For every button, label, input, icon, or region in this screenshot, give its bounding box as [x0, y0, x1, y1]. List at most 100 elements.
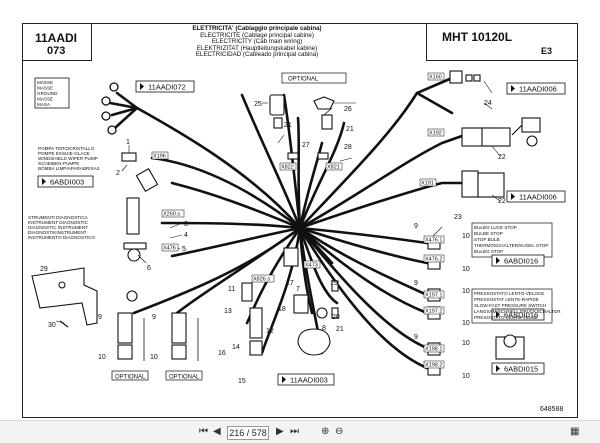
diag-label-3: DIAGNOSTIC INSTRUMENT	[28, 225, 88, 230]
left-code-1: 11AADI	[35, 31, 78, 45]
callout-10e: 10	[462, 288, 470, 295]
wiper-label-2: POMPE ESSUIE-GLACE	[38, 151, 90, 156]
callout-10c: 10	[462, 233, 470, 240]
callout-9b: 9	[152, 314, 156, 321]
model-code: MHT 10120L	[442, 30, 513, 44]
zoom-in-icon[interactable]: ⊕	[321, 426, 330, 437]
callout-9a: 9	[98, 314, 102, 321]
prev-page-icon[interactable]: ◀	[213, 426, 221, 437]
conn-x822: X822	[281, 165, 294, 171]
callout-10b: 10	[150, 354, 158, 361]
leader-lines	[55, 80, 501, 324]
ref-11aadi003[interactable]: 11AADI003	[290, 376, 328, 385]
callout-1: 1	[126, 139, 130, 146]
diag-label-2: INSTRUMENT DIAGNOSTIC	[28, 220, 89, 225]
diag-label-1: STRUMENTI DIAGNOSTICA	[28, 215, 89, 220]
ground-label-3: GROUND	[37, 91, 58, 96]
ref-6abdi016-b[interactable]: 6ABDI016	[504, 311, 538, 320]
drawing-number: 648588	[540, 406, 563, 413]
callout-26: 26	[344, 106, 352, 113]
callout-10d: 10	[462, 266, 470, 273]
callout-16: 16	[218, 350, 226, 357]
stop-label-3: STOP BULB	[474, 237, 500, 242]
left-code-2: 073	[47, 45, 66, 57]
callout-30: 30	[48, 322, 56, 329]
page-number-field[interactable]: 216 / 578	[227, 426, 269, 440]
pressure-label-2: PRESSOSTAT LENTE-RAPIDE	[474, 297, 539, 302]
callout-9c: 9	[414, 223, 418, 230]
ground-label-1: MASSE	[37, 80, 53, 85]
bracket	[31, 267, 138, 328]
callout-numbers: 1 2 3 4 5 6 7 8 9 9 9 9 9 10 10 10 10 10…	[40, 100, 506, 385]
next-page-icon[interactable]: ▶	[276, 426, 284, 437]
ref-11aadi072[interactable]: 11AADI072	[148, 83, 186, 92]
wiper-label-4: SCHEIBEN-PUMPE	[38, 161, 79, 166]
conn-x476-2: X476.2	[425, 257, 442, 263]
callout-27: 27	[302, 142, 310, 149]
left-components	[121, 152, 159, 262]
callout-22b: 22	[498, 198, 506, 205]
pressure-label-5: PRESOSTATO LENTO-VELOZ	[474, 315, 538, 320]
ref-11aadi006-b[interactable]: 11AADI006	[519, 193, 557, 202]
ref-6abdi016-a[interactable]: 6ABDI016	[504, 257, 538, 266]
ground-lugs	[101, 82, 119, 135]
last-page-icon[interactable]: ⏭	[290, 426, 299, 437]
grid-view-icon[interactable]: ▦	[570, 426, 580, 437]
conn-x191: X191	[421, 181, 434, 187]
right-code-box	[426, 23, 578, 61]
stop-label-2: BULBE STOP	[474, 231, 503, 236]
callout-10a: 10	[98, 354, 106, 361]
ref-11aadi006-a[interactable]: 11AADI006	[519, 85, 557, 94]
ref-6abdi015[interactable]: 6ABDI015	[504, 365, 538, 374]
pressure-label-3: SLOW-FAST PRESSURE SWITCH	[474, 303, 546, 308]
ground-label-5: MASA	[37, 102, 51, 107]
callout-2: 2	[116, 170, 120, 177]
zoom-out-icon[interactable]: ⊖	[335, 426, 344, 437]
callout-17: 17	[286, 280, 294, 287]
callout-19: 19	[330, 280, 338, 287]
title-line-3: ELECTRICITY (Cab main wiring)	[211, 38, 303, 46]
callout-15: 15	[238, 378, 246, 385]
label-groups: MASSE MASSE GROUND MASSE MASA POMPA TERG…	[28, 80, 561, 320]
callout-8: 8	[322, 325, 326, 332]
title-line-2: ELECTRICITE (Cablage principal cabine)	[200, 31, 314, 39]
ref-tag-texts: 11AADI072 11AADI006 11AADI006 6ABDI003 6…	[50, 83, 557, 385]
lower-center-components	[283, 247, 339, 356]
conn-x821: X821	[327, 165, 340, 171]
sheet-frame	[22, 23, 578, 418]
callout-5: 5	[182, 246, 186, 253]
callout-10f: 10	[462, 320, 470, 327]
callout-7: 7	[296, 286, 300, 293]
viewer-toolbar: ⏮ ◀ 216 / 578 ▶ ⏭ ⊕ ⊖ ▦	[0, 420, 600, 443]
conn-x476: X476	[163, 246, 176, 252]
optional-top-box	[281, 72, 347, 84]
conn-x260: X260.s	[163, 212, 180, 218]
callout-23: 23	[454, 214, 462, 221]
ground-label-box	[34, 77, 70, 109]
callout-10g: 10	[462, 340, 470, 347]
ref-6abdi003[interactable]: 6ABDI003	[50, 178, 84, 187]
optional-box-right	[165, 370, 203, 381]
left-code-box	[22, 23, 92, 61]
wiper-label-3: WINDSHIELD WIPER PUMP	[38, 156, 98, 161]
callout-18: 18	[278, 306, 286, 313]
first-page-icon[interactable]: ⏮	[199, 426, 208, 437]
stop-label-4: THERMOSCHALTER/KUGEL STOP	[474, 243, 548, 248]
conn-x826: X826.s	[253, 277, 270, 283]
stop-label-1: BULBO LUCE STOP	[474, 225, 517, 230]
callout-29: 29	[40, 266, 48, 273]
conn-x197-2: X197.2	[425, 309, 442, 315]
title-line-1: ELETTRICITA' (Cablaggio principale cabin…	[192, 25, 322, 32]
callout-10h: 10	[462, 373, 470, 380]
edition-code: E3	[541, 46, 553, 56]
sheet-title: ELETTRICITA' (Cablaggio principale cabin…	[187, 25, 327, 59]
title-line-4: ELEKTRIZITAT (Hauptleitungskabel kabine)	[196, 44, 318, 52]
ref-tag-arrows	[42, 83, 515, 383]
callout-21b: 21	[284, 122, 292, 129]
conn-x476-1: X476.1	[425, 238, 442, 244]
top-components	[269, 94, 335, 160]
callout-21c: 21	[336, 326, 344, 333]
conn-x473: X473	[305, 263, 318, 269]
callout-13: 13	[224, 308, 232, 315]
